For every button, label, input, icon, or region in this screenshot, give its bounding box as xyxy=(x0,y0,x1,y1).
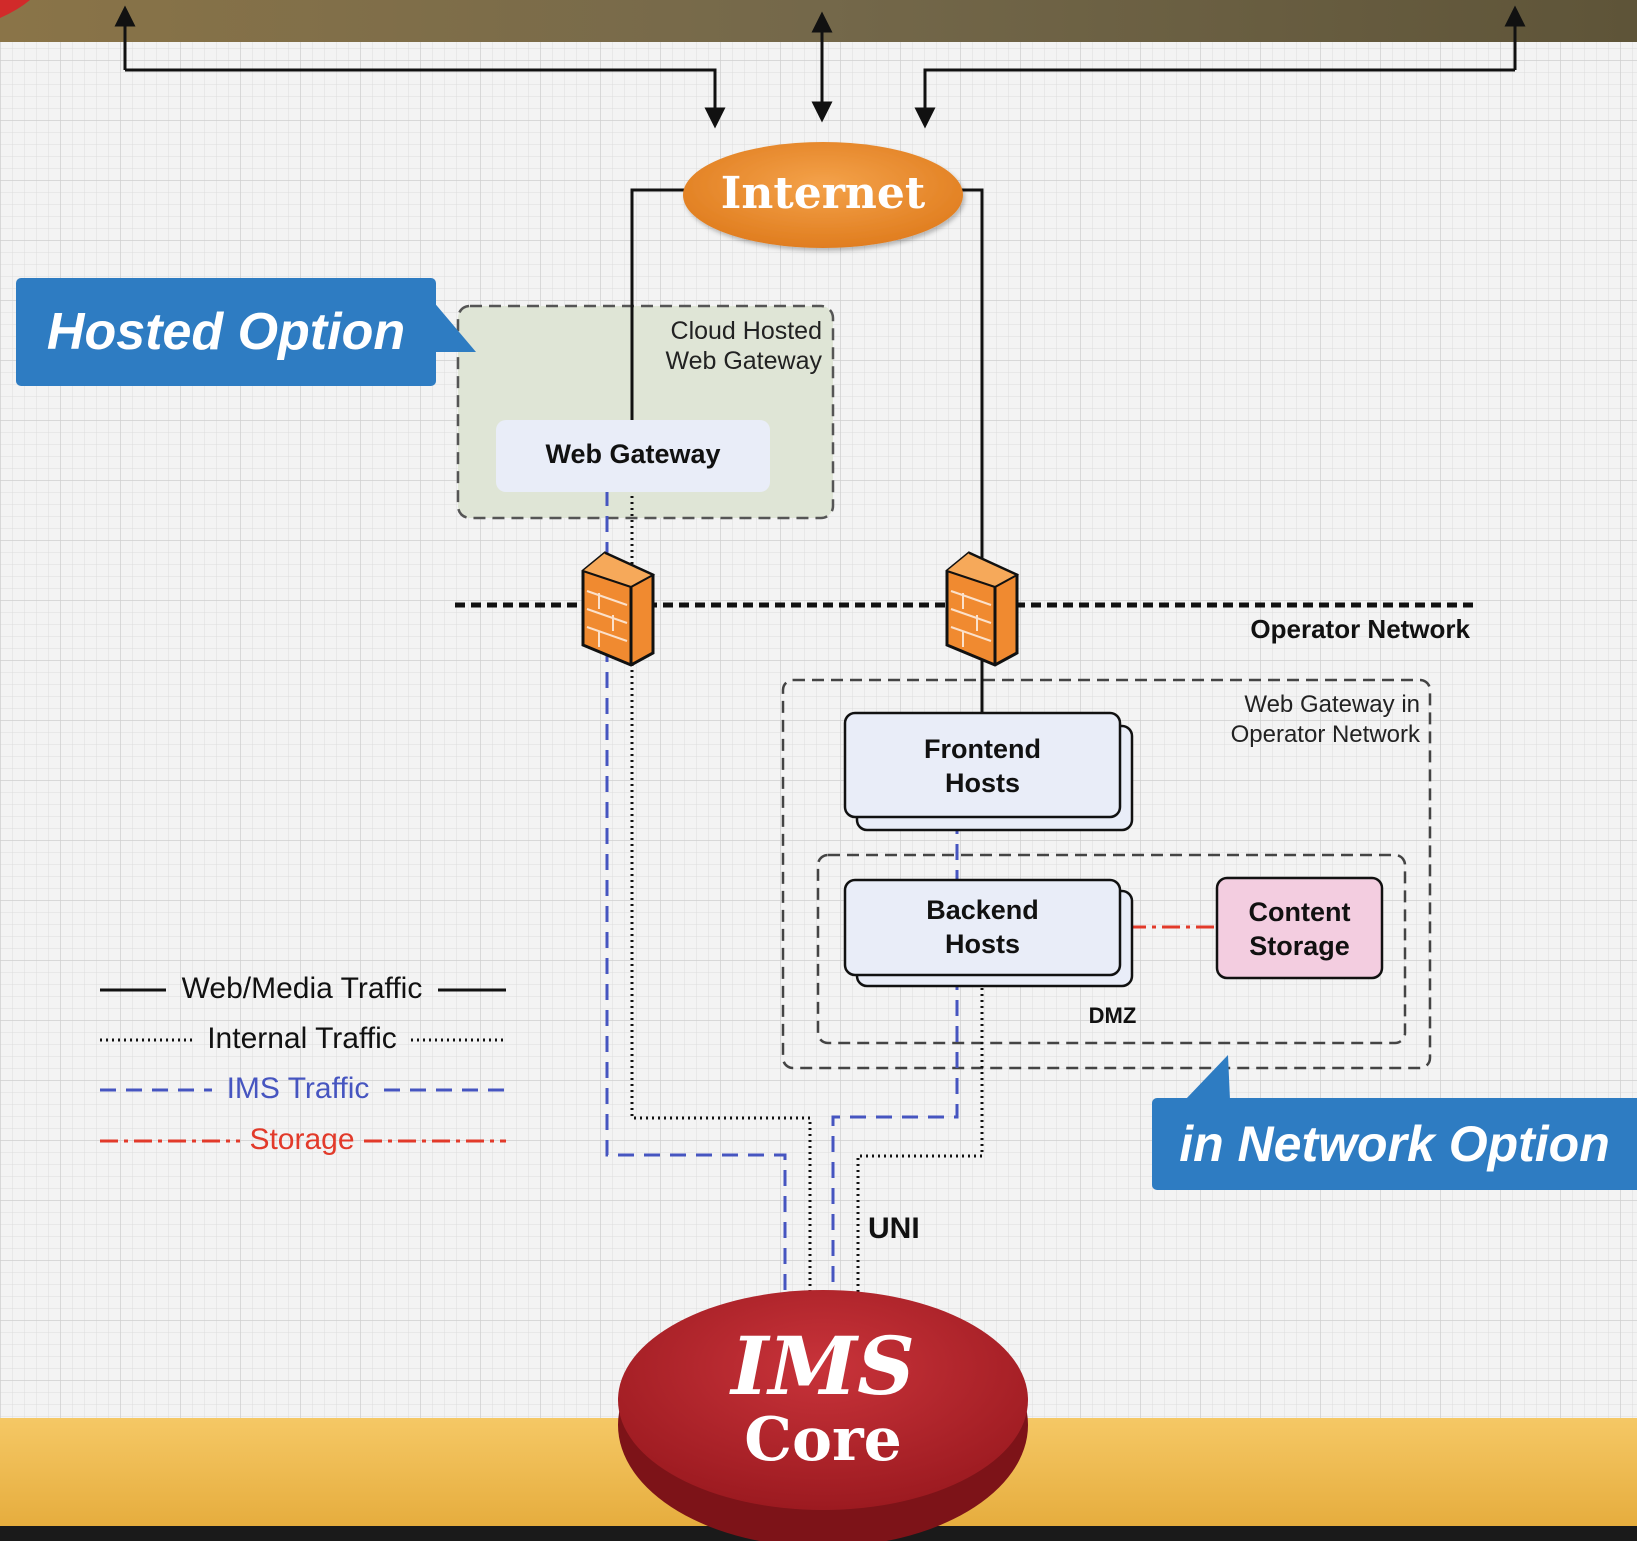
operator-zone-line2: Operator Network xyxy=(1230,721,1420,748)
content-storage-node: Content Storage xyxy=(1217,895,1382,963)
internet-label: Internet xyxy=(683,166,963,221)
internet-cloud xyxy=(683,142,963,248)
operator-network-text: Operator Network xyxy=(1250,614,1470,644)
firewall-icon xyxy=(581,551,656,667)
legend-storage-text: Storage xyxy=(249,1123,355,1156)
ims-core-line1: IMS xyxy=(731,1319,915,1413)
backend-line1: Backend xyxy=(926,895,1039,925)
legend-lines xyxy=(100,988,506,1143)
legend-storage: Storage xyxy=(240,1123,364,1157)
dmz-zone xyxy=(816,853,1407,1045)
ims-core-label: IMS Core xyxy=(653,1325,993,1473)
operator-network-label: Operator Network xyxy=(1180,614,1470,645)
in-network-option-label: in Network Option xyxy=(1179,1116,1610,1172)
operator-zone-label: Web Gateway in Operator Network xyxy=(1130,690,1420,750)
in-network-callout-pointer xyxy=(1185,1055,1230,1100)
legend-internal-text: Internal Traffic xyxy=(207,1022,397,1055)
web-gateway-to-internet-line xyxy=(630,188,700,455)
web-gateway-ims-line xyxy=(605,490,787,1300)
corner-red-badge xyxy=(0,0,30,18)
legend-web-media-text: Web/Media Traffic xyxy=(181,972,423,1005)
frontend-hosts-box xyxy=(843,711,1122,819)
legend-ims: IMS Traffic xyxy=(212,1072,384,1106)
top-band xyxy=(0,0,1637,42)
ims-core-line2: Core xyxy=(744,1405,902,1475)
internet-to-frontend-line xyxy=(955,188,984,713)
internal-traffic-lines xyxy=(630,490,984,1300)
frontend-line2: Hosts xyxy=(944,768,1020,798)
backend-hosts-node: Backend Hosts xyxy=(845,893,1120,961)
operator-zone-line1: Web Gateway in xyxy=(1244,691,1420,718)
cloud-hosted-line1: Cloud Hosted xyxy=(670,317,822,345)
content-storage-line2: Storage xyxy=(1249,931,1350,961)
hosted-option-label: Hosted Option xyxy=(46,303,406,361)
web-gateway-internal-line xyxy=(630,490,812,1300)
legend-ims-text: IMS Traffic xyxy=(226,1072,370,1105)
firewall-icon xyxy=(945,551,1020,667)
uni-label: UNI xyxy=(868,1212,938,1246)
backend-internal-line xyxy=(856,940,984,1300)
legend-internal: Internal Traffic xyxy=(193,1022,411,1056)
web-gateway-text: Web Gateway xyxy=(545,439,721,469)
cloud-hosted-zone-label: Cloud Hosted Web Gateway xyxy=(600,316,822,376)
uni-text: UNI xyxy=(868,1212,920,1245)
hosted-option-callout: Hosted Option xyxy=(16,278,436,386)
web-gateway-node: Web Gateway xyxy=(496,438,770,472)
frontend-line1: Frontend xyxy=(924,734,1041,764)
dmz-text: DMZ xyxy=(1088,1003,1137,1028)
top-connectors xyxy=(114,5,1526,129)
content-storage-line1: Content xyxy=(1248,897,1351,927)
web-media-lines xyxy=(630,188,984,713)
backend-line2: Hosts xyxy=(944,929,1020,959)
internet-text: Internet xyxy=(720,168,926,219)
operator-network-zone xyxy=(781,678,1432,1070)
ims-core-disc xyxy=(618,1290,1028,1510)
web-gateway-box xyxy=(496,420,770,492)
ims-traffic-lines xyxy=(605,490,959,1300)
hosted-callout-pointer xyxy=(432,300,476,352)
content-storage-box xyxy=(1215,876,1384,980)
dmz-label: DMZ xyxy=(1080,1003,1145,1029)
cloud-hosted-line2: Web Gateway xyxy=(665,347,822,375)
backend-hosts-box xyxy=(843,878,1122,977)
in-network-option-callout: in Network Option xyxy=(1152,1098,1637,1190)
frontend-hosts-node: Frontend Hosts xyxy=(845,732,1120,800)
legend-web-media: Web/Media Traffic xyxy=(166,972,438,1006)
right-arrow-connector xyxy=(914,68,1515,129)
left-arrow-connector xyxy=(125,68,726,129)
